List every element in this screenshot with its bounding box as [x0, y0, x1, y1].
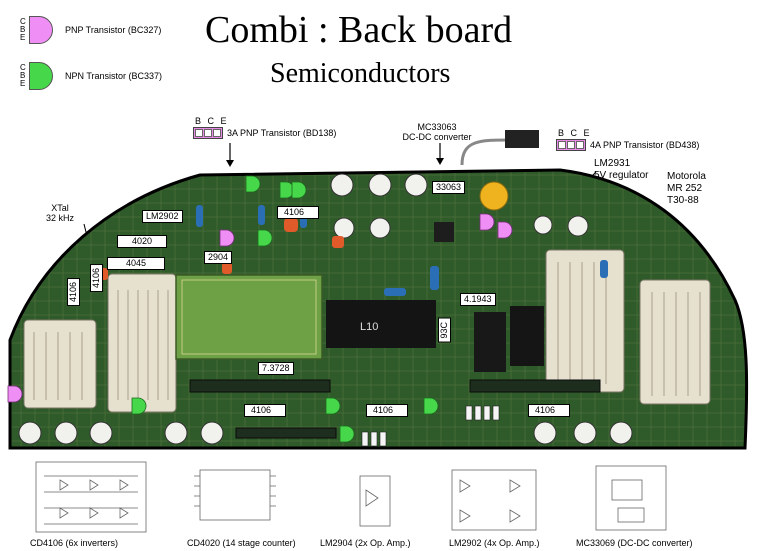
xtal-line2: 32 kHz	[45, 213, 74, 223]
mc33063-line2: DC-DC converter	[402, 132, 472, 142]
npn-legend-label: NPN Transistor (BC337)	[65, 71, 163, 81]
lm2931-line2: 5V regulator	[594, 170, 649, 181]
schematic-caption-cd4106: CD4106 (6x inverters)	[30, 538, 119, 548]
motorola-line1: Motorola	[667, 171, 706, 182]
pin-c: C	[20, 17, 26, 26]
chip-2904: 2904	[204, 251, 233, 264]
npn-pin-labels: C B E	[20, 64, 28, 88]
legend-npn: C B E NPN Transistor (BC337)	[20, 62, 162, 90]
pnp-pin-labels: C B E	[20, 18, 28, 42]
chip-lm2902: LM2902	[142, 210, 183, 223]
pin-b: B	[20, 25, 26, 34]
bd438-package: B C E 4A PNP Transistor (BD438)	[556, 128, 700, 151]
chip-4020: 4020	[117, 235, 168, 248]
bd438-icon	[556, 139, 586, 151]
chip-4106-bottom-1: 4106	[244, 404, 287, 417]
pnp-legend-label: PNP Transistor (BC327)	[65, 25, 162, 35]
chip-4106-left2: 4106	[67, 278, 80, 307]
chip-4045: 4045	[107, 257, 166, 270]
pin-b: B	[20, 71, 26, 80]
schematic-caption-cd4020: CD4020 (14 stage counter)	[187, 538, 296, 548]
chip-4106-bottom-2: 4106	[366, 404, 409, 417]
page-subtitle: Semiconductors	[270, 58, 451, 89]
pin-c: C	[20, 63, 26, 72]
bd438-pin-labels: B C E	[558, 128, 592, 138]
bd138-package: B C E 3A PNP Transistor (BD138)	[193, 116, 337, 139]
legend-pnp: C B E PNP Transistor (BC327)	[20, 16, 161, 44]
pin-e: E	[20, 33, 26, 42]
bd138-label: 3A PNP Transistor (BD138)	[227, 128, 337, 138]
chip-7-3728: 7.3728	[258, 362, 294, 375]
motorola-line2: MR 252	[667, 183, 703, 194]
pin-e: E	[20, 79, 26, 88]
pnp-transistor-icon	[29, 16, 53, 44]
chip-33063: 33063	[432, 181, 466, 194]
schematic-caption-mc33069: MC33069 (DC-DC converter)	[576, 538, 693, 548]
chip-4106-bottom-3: 4106	[528, 404, 571, 417]
chip-4106-left: 4106	[90, 264, 103, 293]
npn-transistor-icon	[29, 62, 53, 90]
lm2931-line1: LM2931	[594, 158, 631, 169]
chip-93c: 93C	[438, 318, 451, 343]
xtal-callout: XTal 32 kHz	[40, 203, 80, 223]
page-title: Combi : Back board	[205, 9, 513, 51]
motorola-callout: Motorola MR 252 T30-88	[667, 171, 706, 207]
mc33063-callout: MC33063 DC-DC converter	[392, 122, 482, 142]
motorola-line3: T30-88	[667, 195, 699, 206]
bd138-pin-labels: B C E	[195, 116, 229, 126]
svg-text:L10: L10	[360, 321, 378, 333]
chip-4-1943: 4.1943	[460, 293, 496, 306]
xtal-line1: XTal	[51, 203, 69, 213]
bd438-label: 4A PNP Transistor (BD438)	[590, 140, 700, 150]
chip-4106-top: 4106	[277, 206, 320, 219]
lm2931-callout: LM2931 5V regulator	[594, 158, 648, 182]
mc33063-line1: MC33063	[417, 122, 457, 132]
bd138-icon	[193, 127, 223, 139]
schematic-caption-lm2902: LM2902 (4x Op. Amp.)	[449, 538, 540, 548]
schematic-caption-lm2904: LM2904 (2x Op. Amp.)	[320, 538, 411, 548]
